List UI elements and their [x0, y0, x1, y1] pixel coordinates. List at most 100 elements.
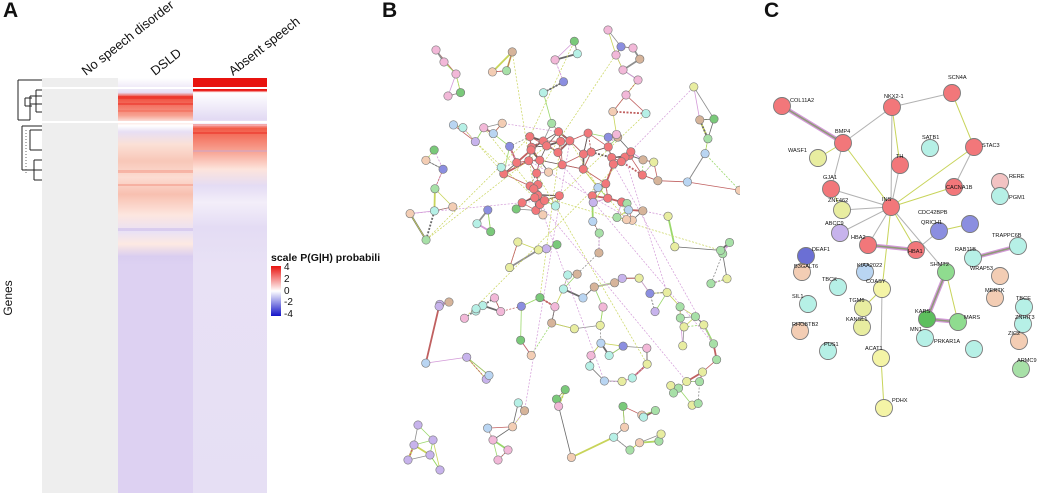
network-c-node-stac3[interactable] [966, 139, 983, 156]
network-b-node[interactable] [676, 314, 684, 322]
network-b-node[interactable] [573, 50, 581, 58]
network-b-node[interactable] [642, 109, 650, 117]
network-b-node[interactable] [704, 135, 712, 143]
network-b-node[interactable] [551, 56, 559, 64]
network-b-node[interactable] [725, 238, 733, 246]
network-c-node-pgm1[interactable] [992, 188, 1009, 205]
network-c-node-nkx2-1[interactable] [884, 99, 901, 116]
network-c-node-prkar1a[interactable] [966, 341, 983, 358]
network-b-node[interactable] [643, 344, 651, 352]
network-b-node[interactable] [459, 123, 467, 131]
network-b-node[interactable] [676, 303, 684, 311]
network-b-node[interactable] [554, 128, 562, 136]
network-b-node[interactable] [679, 342, 687, 350]
network-b-node[interactable] [586, 362, 594, 370]
network-b-node[interactable] [435, 302, 443, 310]
network-b-node[interactable] [404, 456, 412, 464]
network-b-node[interactable] [709, 340, 717, 348]
network-b-node[interactable] [460, 314, 468, 322]
network-b-node[interactable] [612, 51, 620, 59]
network-b-node[interactable] [696, 116, 704, 124]
network-c-node-abcc9[interactable] [832, 225, 849, 242]
network-b-node[interactable] [542, 245, 550, 253]
network-b-node[interactable] [542, 142, 550, 150]
network-b-node[interactable] [639, 156, 647, 164]
network-b-node[interactable] [520, 407, 528, 415]
network-b-node[interactable] [634, 76, 642, 84]
network-b-node[interactable] [604, 133, 612, 141]
network-c-node-acat1[interactable] [873, 350, 890, 367]
network-b-node[interactable] [530, 185, 538, 193]
network-b-node[interactable] [596, 321, 604, 329]
network-c-node-satb1[interactable] [922, 140, 939, 157]
network-c-node-scn4a[interactable] [944, 85, 961, 102]
network-b-node[interactable] [505, 142, 513, 150]
network-b-node[interactable] [712, 355, 720, 363]
network-b-node[interactable] [698, 368, 706, 376]
network-b-node[interactable] [439, 165, 447, 173]
network-b-node[interactable] [624, 206, 632, 214]
network-b-node[interactable] [589, 217, 597, 225]
network-b-node[interactable] [691, 312, 699, 320]
network-b-node[interactable] [555, 191, 563, 199]
network-b-node[interactable] [599, 303, 607, 311]
network-b-node[interactable] [626, 446, 634, 454]
network-b-node[interactable] [473, 220, 481, 228]
network-b-node[interactable] [636, 55, 644, 63]
network-b-node[interactable] [564, 271, 572, 279]
network-b-node[interactable] [422, 359, 430, 367]
network-b-node[interactable] [610, 279, 618, 287]
network-b-node[interactable] [514, 399, 522, 407]
network-b-node[interactable] [431, 185, 439, 193]
network-b-node[interactable] [605, 351, 613, 359]
network-b-node[interactable] [716, 246, 724, 254]
network-b-node[interactable] [456, 88, 464, 96]
network-b-node[interactable] [590, 283, 598, 291]
network-b-node[interactable] [654, 177, 662, 185]
network-b-node[interactable] [613, 213, 621, 221]
network-b-node[interactable] [502, 67, 510, 75]
network-b-node[interactable] [622, 91, 630, 99]
network-b-node[interactable] [449, 203, 457, 211]
network-b-node[interactable] [512, 158, 520, 166]
network-b-node[interactable] [426, 451, 434, 459]
network-b-node[interactable] [514, 238, 522, 246]
network-b-node[interactable] [525, 157, 533, 165]
network-b-node[interactable] [436, 466, 444, 474]
network-b-node[interactable] [480, 124, 488, 132]
network-b-node[interactable] [595, 249, 603, 257]
network-b-node[interactable] [490, 294, 498, 302]
network-c-node-trappc6b[interactable] [1010, 238, 1027, 255]
network-b-node[interactable] [445, 298, 453, 306]
network-b-node[interactable] [472, 305, 480, 313]
network-b-node[interactable] [589, 198, 597, 206]
network-c-node-col11a2[interactable] [774, 98, 791, 115]
network-b-node[interactable] [635, 274, 643, 282]
network-b-node[interactable] [485, 371, 493, 379]
network-b-node[interactable] [701, 149, 709, 157]
network-b-node[interactable] [700, 321, 708, 329]
network-b-node[interactable] [494, 456, 502, 464]
network-b-node[interactable] [536, 156, 544, 164]
network-b-node[interactable] [587, 148, 595, 156]
network-b-node[interactable] [449, 121, 457, 129]
network-b-node[interactable] [683, 377, 691, 385]
network-b-node[interactable] [664, 212, 672, 220]
network-b-node[interactable] [723, 275, 731, 283]
network-b-node[interactable] [516, 336, 524, 344]
network-b-node[interactable] [570, 37, 578, 45]
network-b-node[interactable] [553, 240, 561, 248]
network-b-node[interactable] [618, 274, 626, 282]
network-b-node[interactable] [544, 168, 552, 176]
network-b-node[interactable] [505, 263, 513, 271]
network-b-node[interactable] [567, 453, 575, 461]
network-b-node[interactable] [579, 150, 587, 158]
network-b-node[interactable] [600, 377, 608, 385]
network-b-node[interactable] [512, 205, 520, 213]
network-b-node[interactable] [430, 207, 438, 215]
network-b-node[interactable] [488, 68, 496, 76]
network-b-node[interactable] [489, 129, 497, 137]
network-b-node[interactable] [710, 115, 718, 123]
network-b-node[interactable] [551, 202, 559, 210]
network-b-node[interactable] [484, 206, 492, 214]
